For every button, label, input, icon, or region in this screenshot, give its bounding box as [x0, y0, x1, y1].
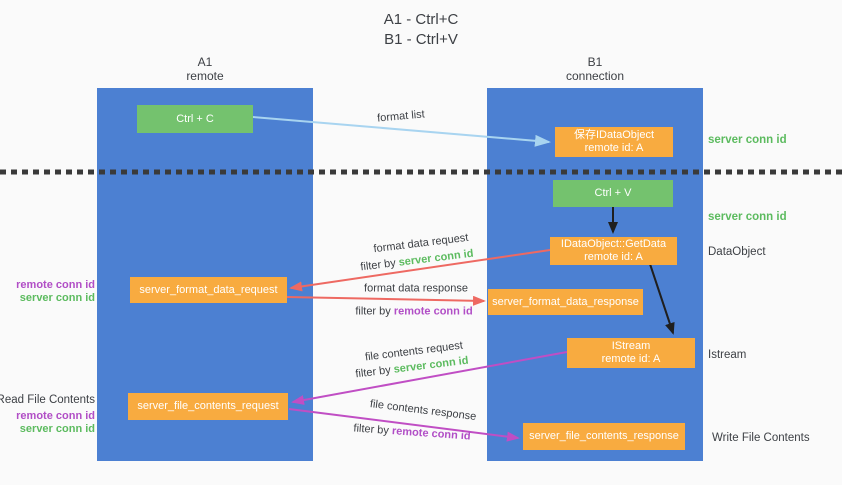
lifeline-header-a1: A1 remote — [97, 55, 313, 83]
node-server-format-data-request: server_format_data_request — [130, 277, 287, 303]
node-format-response-label: server_format_data_response — [492, 295, 639, 308]
label-write-file-contents: Write File Contents — [712, 432, 810, 444]
node-server-file-contents-request: server_file_contents_request — [128, 393, 288, 420]
arrow-format-data-response — [286, 295, 486, 306]
lifeline-a1-subtitle: remote — [186, 69, 224, 83]
label-server-conn-id-2: server conn id — [19, 423, 95, 435]
node-file-request-label: server_file_contents_request — [137, 400, 279, 412]
arrow-format-list — [252, 116, 551, 147]
label-server-conn-id-mid: server conn id — [708, 211, 787, 223]
label-istream: Istream — [708, 349, 747, 361]
arrow-format-data-request — [289, 249, 551, 292]
node-istream-line1: IStream — [611, 340, 651, 352]
node-format-request-label: server_format_data_request — [139, 283, 278, 296]
arrow-file-contents-request — [291, 351, 568, 405]
node-getdata-line2: remote id: A — [584, 251, 643, 263]
lifeline-b1-id: B1 — [587, 55, 603, 69]
node-ctrl-c: Ctrl + C — [137, 105, 253, 133]
label-pair-file: remote conn id server conn id — [16, 410, 95, 436]
filter-remote-conn-id-2: remote conn id — [393, 305, 473, 318]
filter-by-text-2: filter by — [355, 305, 391, 318]
label-remote-conn-id-2: remote conn id — [16, 410, 95, 422]
node-server-file-contents-response: server_file_contents_response — [523, 423, 685, 450]
node-ctrl-v: Ctrl + V — [553, 180, 673, 207]
filter-by-text-4: filter by — [353, 422, 390, 437]
diagram-title: A1 - Ctrl+C B1 - Ctrl+V — [0, 10, 842, 50]
lifeline-a1-id: A1 — [197, 55, 213, 69]
node-ctrl-v-label: Ctrl + V — [594, 187, 632, 199]
label-pair-format: remote conn id server conn id — [16, 279, 95, 305]
label-server-conn-id-top: server conn id — [708, 134, 787, 146]
lifeline-b1-subtitle: connection — [565, 69, 625, 83]
node-istream-line2: remote id: A — [601, 353, 661, 365]
label-server-conn-id-1: server conn id — [19, 292, 95, 304]
node-getdata-line1: IDataObject::GetData — [560, 238, 667, 250]
node-file-response-label: server_file_contents_response — [529, 430, 679, 442]
node-istream: IStream remote id: A — [567, 338, 695, 368]
arrow-file-contents-response — [288, 408, 520, 442]
arrow-label-filter-2: filter by remote conn id — [355, 306, 472, 319]
label-read-file-contents: Read File Contents — [0, 394, 95, 406]
title-line-2: B1 - Ctrl+V — [384, 31, 458, 48]
title-line-1: A1 - Ctrl+C — [383, 11, 459, 28]
arrow-getdata-to-istream — [649, 263, 675, 335]
node-save-idataobject-line2: remote id: A — [584, 142, 644, 154]
node-idataobject-getdata: IDataObject::GetData remote id: A — [550, 237, 677, 265]
node-ctrl-c-label: Ctrl + C — [176, 112, 214, 125]
label-dataobject: DataObject — [708, 246, 766, 258]
node-save-idataobject-line1: 保存IDataObject — [573, 129, 655, 141]
node-save-idataobject: 保存IDataObject remote id: A — [555, 127, 673, 157]
arrow-label-format-data-response: format data response — [364, 282, 468, 295]
node-server-format-data-response: server_format_data_response — [488, 289, 643, 315]
lifeline-header-b1: B1 connection — [487, 55, 703, 83]
label-remote-conn-id-1: remote conn id — [16, 279, 95, 291]
